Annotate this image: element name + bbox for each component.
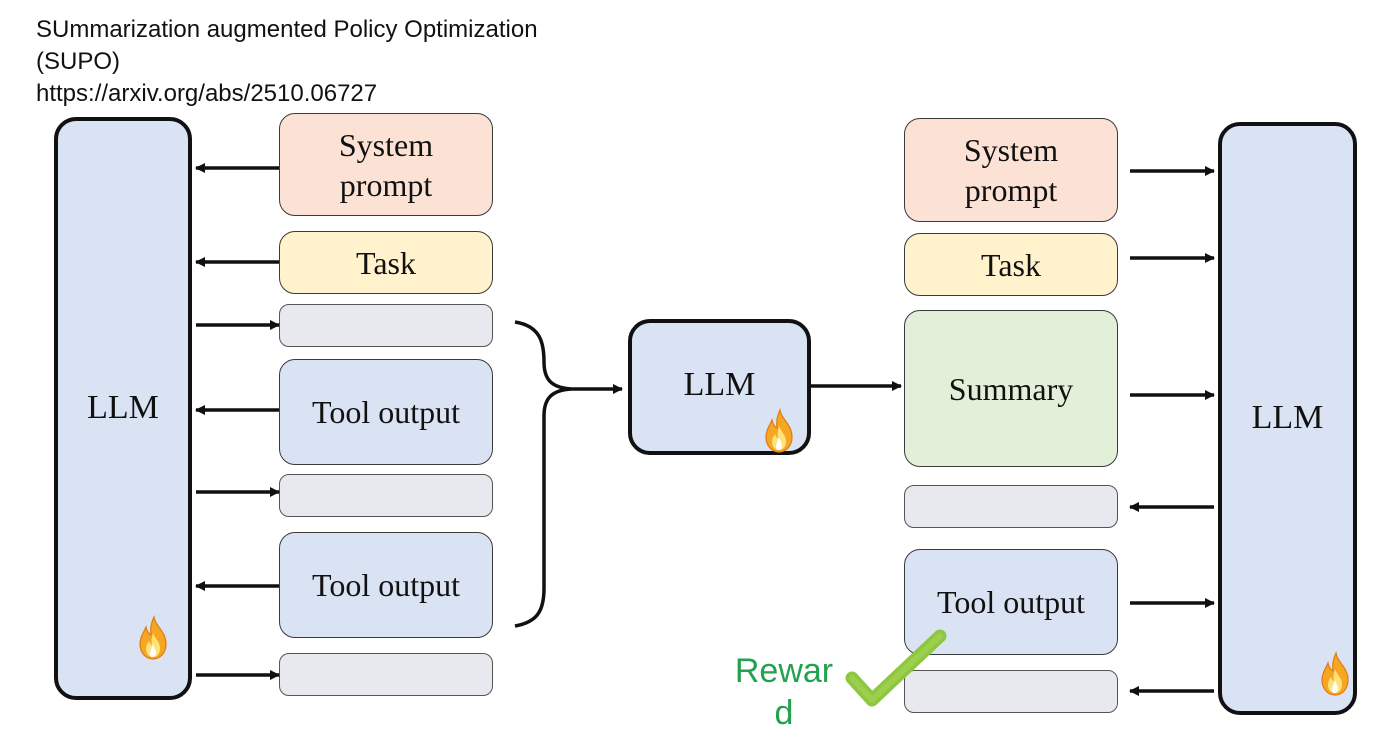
left-tool-output-label-1: Tool output <box>312 394 460 430</box>
right-summary-box: Summary <box>904 310 1118 467</box>
right-blank-box-2 <box>904 670 1118 713</box>
left-tool-output-label-2: Tool output <box>312 567 460 603</box>
right-system-prompt-box: System prompt <box>904 118 1118 222</box>
left-blank-box-2 <box>279 474 493 517</box>
left-llm-box: LLM <box>54 117 192 700</box>
left-task-box: Task <box>279 231 493 294</box>
middle-llm-label: LLM <box>683 365 756 403</box>
right-llm-box: LLM <box>1218 122 1357 715</box>
right-llm-flame-icon <box>1321 652 1349 696</box>
right-tool-output-label: Tool output <box>937 584 1085 620</box>
left-system-prompt-label: System prompt <box>338 126 434 203</box>
left-blank-box-1 <box>279 304 493 347</box>
right-task-label: Task <box>981 246 1041 283</box>
middle-llm-flame-icon <box>765 409 793 453</box>
right-task-box: Task <box>904 233 1118 296</box>
right-summary-label: Summary <box>948 370 1074 407</box>
grouping-brace <box>514 320 573 628</box>
header-url: https://arxiv.org/abs/2510.06727 <box>36 80 378 107</box>
right-system-prompt-label: System prompt <box>963 132 1059 208</box>
reward-label: Reward <box>734 652 834 732</box>
header-subtitle: (SUPO) <box>36 48 120 75</box>
header-title: SUmmarization augmented Policy Optimizat… <box>36 16 538 43</box>
left-llm-label: LLM <box>87 389 159 427</box>
left-system-prompt-box: System prompt <box>279 113 493 216</box>
left-llm-flame-icon <box>139 616 167 660</box>
header: SUmmarization augmented Policy Optimizat… <box>36 14 538 110</box>
left-tool-output-box-2: Tool output <box>279 532 493 638</box>
left-tool-output-box-1: Tool output <box>279 359 493 465</box>
left-task-label: Task <box>356 244 416 281</box>
right-llm-label: LLM <box>1251 399 1324 437</box>
left-blank-box-3 <box>279 653 493 696</box>
right-blank-box-1 <box>904 485 1118 528</box>
